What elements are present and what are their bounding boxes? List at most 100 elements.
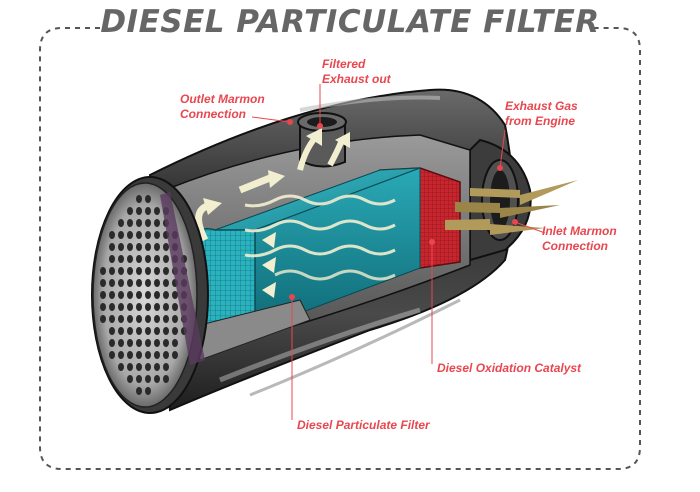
perforation-hole bbox=[127, 363, 133, 371]
perforation-hole bbox=[118, 279, 124, 287]
perforation-hole bbox=[145, 195, 151, 203]
perforation-hole bbox=[145, 339, 151, 347]
label-inlet-line2: Connection bbox=[542, 239, 608, 253]
perforation-hole bbox=[136, 279, 142, 287]
perforation-hole bbox=[100, 315, 106, 323]
label-outlet-line2: Connection bbox=[180, 107, 246, 121]
perforation-hole bbox=[145, 255, 151, 263]
perforation-hole bbox=[145, 351, 151, 359]
perforation-hole bbox=[136, 363, 142, 371]
label-filtered-line1: Filtered bbox=[322, 57, 366, 71]
perforation-hole bbox=[109, 339, 115, 347]
perforation-hole bbox=[145, 363, 151, 371]
label-exhaust-gas: Exhaust Gas from Engine bbox=[505, 99, 578, 129]
perforation-hole bbox=[172, 339, 178, 347]
dashed-frame bbox=[39, 27, 641, 470]
perforation-hole bbox=[109, 279, 115, 287]
perforation-hole bbox=[136, 303, 142, 311]
perforation-hole bbox=[118, 255, 124, 263]
perforation-hole bbox=[163, 291, 169, 299]
perforation-hole bbox=[118, 291, 124, 299]
perforation-hole bbox=[163, 243, 169, 251]
perforation-hole bbox=[154, 303, 160, 311]
perforation-hole bbox=[136, 195, 142, 203]
perforation-hole bbox=[145, 387, 151, 395]
perforation-hole bbox=[145, 315, 151, 323]
perforation-hole bbox=[100, 279, 106, 287]
perforation-hole bbox=[154, 243, 160, 251]
perforation-hole bbox=[145, 375, 151, 383]
perforation-hole bbox=[118, 267, 124, 275]
perforation-hole bbox=[154, 351, 160, 359]
perforation-hole bbox=[154, 231, 160, 239]
label-filtered-exhaust: Filtered Exhaust out bbox=[322, 57, 391, 87]
perforation-hole bbox=[163, 327, 169, 335]
perforation-hole bbox=[127, 327, 133, 335]
perforation-hole bbox=[172, 351, 178, 359]
label-outlet-line1: Outlet Marmon bbox=[180, 92, 265, 106]
filtered-flow-arrows bbox=[195, 128, 350, 242]
perforation-hole bbox=[163, 315, 169, 323]
perforation-hole bbox=[109, 231, 115, 239]
perforation-hole bbox=[118, 219, 124, 227]
perforation-hole bbox=[136, 291, 142, 299]
perforation-hole bbox=[163, 363, 169, 371]
perforation-hole bbox=[136, 231, 142, 239]
perforation-hole bbox=[136, 387, 142, 395]
perforation-hole bbox=[118, 315, 124, 323]
perforation-hole bbox=[154, 339, 160, 347]
perforation-hole bbox=[145, 291, 151, 299]
perforation-hole bbox=[154, 291, 160, 299]
perforation-hole bbox=[172, 291, 178, 299]
perforation-hole bbox=[127, 303, 133, 311]
perforation-hole bbox=[145, 243, 151, 251]
perforation-hole bbox=[127, 291, 133, 299]
perforation-hole bbox=[118, 339, 124, 347]
perforation-hole bbox=[100, 267, 106, 275]
perforation-hole bbox=[118, 243, 124, 251]
label-inlet-line1: Inlet Marmon bbox=[542, 224, 617, 238]
perforation-hole bbox=[136, 327, 142, 335]
perforation-hole bbox=[118, 351, 124, 359]
perforation-hole bbox=[154, 255, 160, 263]
perforation-hole bbox=[172, 303, 178, 311]
perforation-hole bbox=[136, 243, 142, 251]
perforation-hole bbox=[154, 207, 160, 215]
perforation-hole bbox=[127, 375, 133, 383]
diagram-title: DIESEL PARTICULATE FILTER bbox=[100, 4, 600, 40]
perforation-hole bbox=[109, 327, 115, 335]
perforation-hole bbox=[172, 327, 178, 335]
label-outlet-marmon: Outlet Marmon Connection bbox=[180, 92, 265, 122]
exhaust-inflow-arrows bbox=[445, 180, 578, 235]
perforation-hole bbox=[109, 267, 115, 275]
perforation-hole bbox=[154, 279, 160, 287]
perforation-hole bbox=[154, 363, 160, 371]
perforation-hole bbox=[127, 279, 133, 287]
label-filtered-line2: Exhaust out bbox=[322, 72, 391, 86]
perforation-hole bbox=[154, 327, 160, 335]
perforation-hole bbox=[136, 375, 142, 383]
perforation-hole bbox=[136, 267, 142, 275]
perforation-hole bbox=[136, 207, 142, 215]
perforation-hole bbox=[109, 291, 115, 299]
perforation-hole bbox=[154, 375, 160, 383]
perforation-hole bbox=[163, 339, 169, 347]
perforation-hole bbox=[145, 267, 151, 275]
perforation-hole bbox=[118, 231, 124, 239]
perforation-hole bbox=[109, 243, 115, 251]
perforation-hole bbox=[145, 231, 151, 239]
perforation-hole bbox=[127, 255, 133, 263]
perforation-hole bbox=[136, 339, 142, 347]
perforation-hole bbox=[118, 363, 124, 371]
perforation-hole bbox=[127, 231, 133, 239]
perforation-hole bbox=[163, 279, 169, 287]
perforation-hole bbox=[154, 267, 160, 275]
perforation-hole bbox=[127, 315, 133, 323]
perforation-hole bbox=[163, 267, 169, 275]
perforation-hole bbox=[145, 279, 151, 287]
perforation-hole bbox=[172, 315, 178, 323]
label-exhaust-line1: Exhaust Gas bbox=[505, 99, 578, 113]
perforation-hole bbox=[127, 219, 133, 227]
label-exhaust-line2: from Engine bbox=[505, 114, 576, 128]
